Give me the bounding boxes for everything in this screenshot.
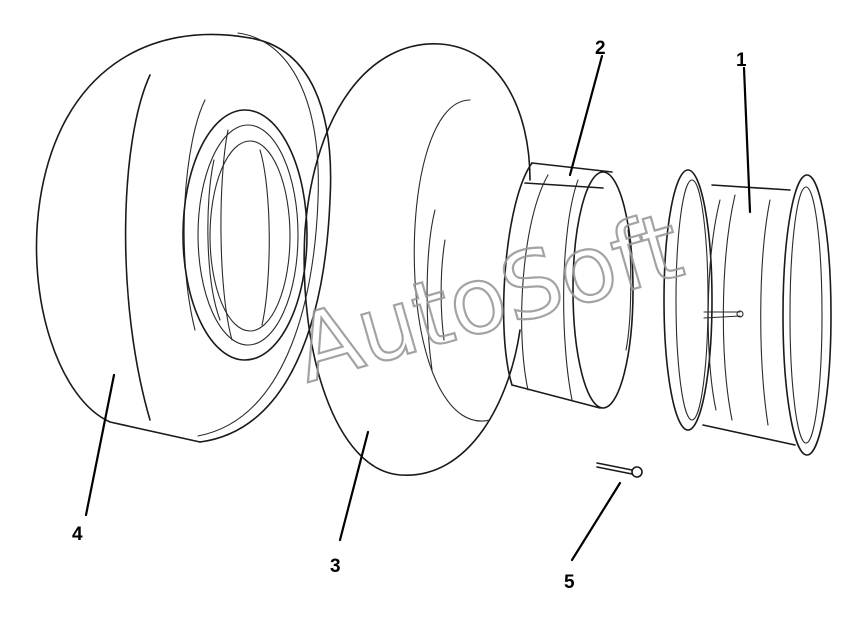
- leader-5: [570, 481, 622, 562]
- callout-5: 5: [564, 572, 575, 593]
- callout-1: 1: [736, 50, 747, 71]
- callout-4: 4: [72, 524, 83, 545]
- leader-4: [84, 373, 116, 517]
- leader-3: [338, 430, 370, 542]
- leader-1: [742, 66, 752, 214]
- inner-tube: [303, 43, 531, 476]
- callout-3: 3: [330, 556, 341, 577]
- rim-flap-ring: [502, 162, 634, 409]
- callout-2: 2: [595, 38, 606, 59]
- wheel-rim: [663, 169, 832, 456]
- watermark: AutoSoft: [284, 192, 693, 404]
- valve: [596, 462, 643, 478]
- leader-2: [568, 54, 604, 177]
- tire: [35, 32, 332, 443]
